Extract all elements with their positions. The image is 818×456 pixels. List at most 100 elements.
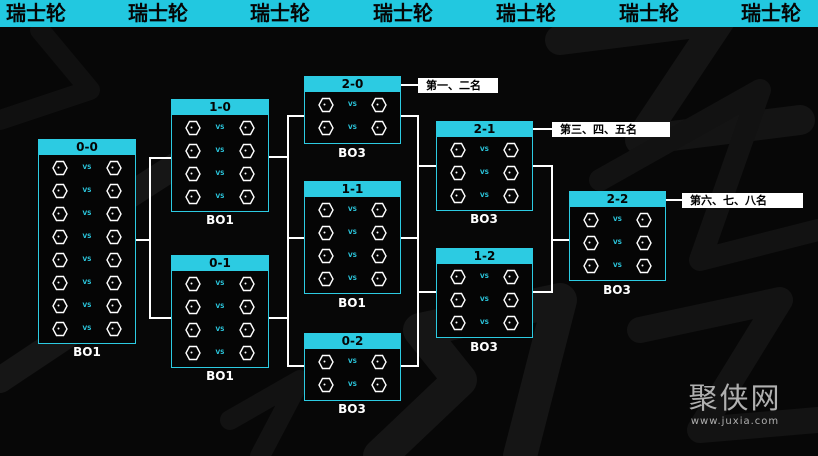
hexagon-icon — [503, 188, 519, 204]
match-row: VS — [39, 181, 135, 201]
hexagon-icon — [636, 235, 652, 251]
hexagon-icon — [185, 120, 201, 136]
hexagon-icon — [106, 275, 122, 291]
hexagon-icon — [371, 377, 387, 393]
hexagon-icon — [503, 142, 519, 158]
hexagon-icon — [583, 235, 599, 251]
group-box-2-2: 2-2 VS VS VS — [569, 191, 666, 281]
group-format-label: BO3 — [338, 146, 366, 160]
group-record-label: 1-0 — [172, 100, 268, 115]
vs-label: VS — [348, 357, 357, 365]
match-row: VS — [305, 375, 400, 395]
hexagon-icon — [318, 354, 334, 370]
placement-tag-top2: 第一、二名 — [418, 78, 498, 93]
hexagon-icon — [318, 202, 334, 218]
hexagon-icon — [371, 202, 387, 218]
match-row: VS — [305, 95, 400, 115]
vs-label: VS — [82, 278, 92, 286]
hexagon-icon — [239, 322, 255, 338]
vs-label: VS — [215, 123, 225, 131]
hexagon-icon — [371, 225, 387, 241]
hexagon-icon — [450, 269, 466, 285]
hexagon-icon — [52, 183, 68, 199]
hexagon-icon — [450, 292, 466, 308]
vs-label: VS — [348, 274, 357, 282]
match-row: VS — [172, 141, 268, 161]
match-row: VS — [39, 296, 135, 316]
group-format-label: BO1 — [73, 345, 101, 359]
group-record-label: 2-1 — [437, 122, 532, 137]
hexagon-icon — [318, 97, 334, 113]
hexagon-icon — [636, 212, 652, 228]
hexagon-icon — [371, 271, 387, 287]
hexagon-icon — [239, 143, 255, 159]
match-row: VS — [305, 200, 400, 220]
vs-label: VS — [348, 251, 357, 259]
match-row: VS — [172, 118, 268, 138]
vs-label: VS — [348, 100, 357, 108]
vs-label: VS — [613, 261, 622, 269]
match-row: VS — [39, 158, 135, 178]
vs-label: VS — [348, 228, 357, 236]
vs-label: VS — [613, 215, 622, 223]
vs-label: VS — [82, 301, 92, 309]
vs-label: VS — [215, 302, 225, 310]
hexagon-icon — [185, 189, 201, 205]
hexagon-icon — [52, 160, 68, 176]
match-row: VS — [305, 269, 400, 289]
vs-label: VS — [348, 124, 357, 132]
vs-label: VS — [215, 146, 225, 154]
hexagon-icon — [450, 188, 466, 204]
hexagon-icon — [52, 252, 68, 268]
group-box-0-2: 0-2 VS VS — [304, 333, 401, 401]
match-row: VS — [437, 186, 532, 206]
hexagon-icon — [371, 248, 387, 264]
match-row: VS — [172, 187, 268, 207]
match-row: VS — [570, 233, 665, 253]
vs-label: VS — [82, 324, 92, 332]
hexagon-icon — [106, 321, 122, 337]
group-record-label: 0-0 — [39, 140, 135, 155]
match-row: VS — [570, 210, 665, 230]
hexagon-icon — [450, 165, 466, 181]
vs-label: VS — [480, 191, 489, 199]
hexagon-icon — [106, 183, 122, 199]
vs-label: VS — [215, 192, 225, 200]
vs-label: VS — [82, 163, 92, 171]
group-record-label: 2-2 — [570, 192, 665, 207]
banner-word: 瑞士轮 — [741, 1, 801, 25]
hexagon-icon — [52, 229, 68, 245]
hexagon-icon — [52, 321, 68, 337]
hexagon-icon — [106, 229, 122, 245]
hexagon-icon — [239, 345, 255, 361]
vs-label: VS — [82, 232, 92, 240]
match-row: VS — [437, 267, 532, 287]
match-row: VS — [570, 256, 665, 276]
vs-label: VS — [215, 279, 225, 287]
hexagon-icon — [318, 248, 334, 264]
hexagon-icon — [52, 298, 68, 314]
match-row: VS — [437, 140, 532, 160]
vs-label: VS — [82, 186, 92, 194]
hexagon-icon — [503, 292, 519, 308]
match-row: VS — [437, 313, 532, 333]
hexagon-icon — [583, 212, 599, 228]
match-row: VS — [39, 319, 135, 339]
match-row: VS — [172, 297, 268, 317]
placement-tag-3to5: 第三、四、五名 — [552, 122, 670, 137]
top-banner: 瑞士轮 瑞士轮 瑞士轮 瑞士轮 瑞士轮 瑞士轮 瑞士轮 — [0, 0, 818, 27]
vs-label: VS — [480, 318, 489, 326]
hexagon-icon — [450, 315, 466, 331]
banner-word: 瑞士轮 — [128, 1, 188, 25]
group-record-label: 0-2 — [305, 334, 400, 349]
vs-label: VS — [480, 272, 489, 280]
hexagon-icon — [239, 189, 255, 205]
hexagon-icon — [185, 345, 201, 361]
banner-word: 瑞士轮 — [496, 1, 556, 25]
banner-word: 瑞士轮 — [619, 1, 679, 25]
group-record-label: 1-2 — [437, 249, 532, 264]
hexagon-icon — [636, 258, 652, 274]
hexagon-icon — [52, 206, 68, 222]
